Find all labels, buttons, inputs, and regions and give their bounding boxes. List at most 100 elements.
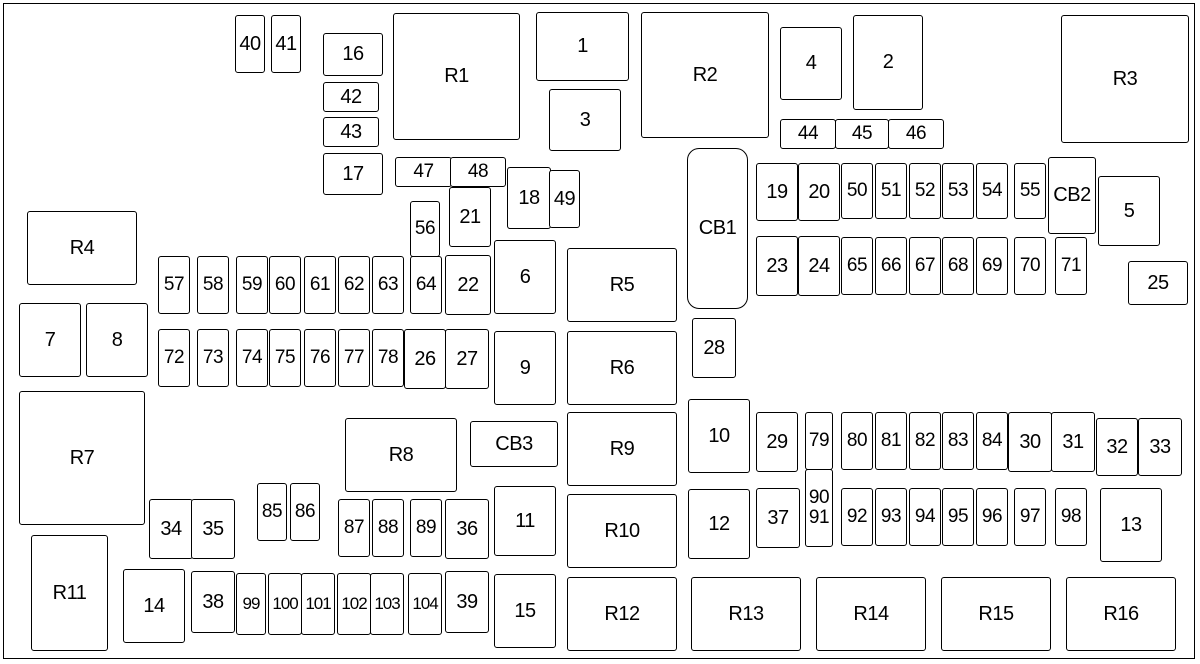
fuse-93: 93 [875, 488, 907, 546]
fuse-61: 61 [304, 256, 336, 314]
fuse-r10: R10 [567, 494, 677, 568]
fuse-r11: R11 [31, 535, 108, 651]
fuse-r14: R14 [816, 577, 926, 651]
fuse-21: 21 [449, 187, 491, 247]
fuse-81: 81 [875, 412, 907, 470]
fuse-r9: R9 [567, 412, 677, 486]
fuse-r2: R2 [641, 12, 769, 138]
fuse-7: 7 [19, 303, 81, 377]
fuse-10: 10 [688, 399, 750, 473]
fuse-96: 96 [976, 488, 1008, 546]
fuse-49: 49 [549, 170, 580, 228]
fuse-60: 60 [269, 256, 301, 314]
fuse-71: 71 [1055, 237, 1087, 295]
fuse-40: 40 [235, 15, 265, 73]
fuse-9: 9 [494, 331, 556, 405]
fuse-73: 73 [197, 329, 229, 387]
fuse-31: 31 [1051, 412, 1095, 472]
fuse-37: 37 [756, 488, 800, 548]
fuse-26: 26 [404, 329, 446, 389]
fuse-r7: R7 [19, 391, 145, 525]
fuse-90-91: 90 91 [805, 469, 833, 547]
fuse-55: 55 [1014, 163, 1046, 219]
fuse-29: 29 [756, 412, 798, 472]
fuse-77: 77 [338, 329, 370, 387]
fuse-28: 28 [692, 318, 736, 378]
fuse-18: 18 [507, 167, 551, 229]
fuse-8: 8 [86, 303, 148, 377]
fuse-88: 88 [372, 499, 404, 557]
fuse-72: 72 [158, 329, 190, 387]
fuse-64: 64 [410, 256, 442, 314]
fuse-68: 68 [942, 237, 974, 295]
fuse-76: 76 [304, 329, 336, 387]
fuse-r4: R4 [27, 211, 137, 285]
fuse-54: 54 [976, 163, 1008, 219]
fuse-17: 17 [323, 153, 383, 195]
fuse-27: 27 [445, 329, 489, 389]
fuse-53: 53 [942, 163, 974, 219]
fuse-94: 94 [909, 488, 941, 546]
fuse-50: 50 [841, 163, 873, 219]
fuse-79: 79 [805, 412, 833, 470]
fuse-59: 59 [236, 256, 268, 314]
fuse-41: 41 [271, 15, 301, 73]
fuse-2: 2 [853, 15, 923, 110]
fuse-r1: R1 [393, 13, 520, 140]
fuse-39: 39 [445, 571, 489, 633]
fuse-r8: R8 [345, 418, 457, 492]
fuse-15: 15 [494, 574, 556, 648]
fuse-103: 103 [370, 573, 404, 635]
fuse-69: 69 [976, 237, 1008, 295]
fuse-14: 14 [123, 569, 185, 643]
fuse-42: 42 [323, 82, 379, 112]
fuse-13: 13 [1100, 488, 1162, 562]
fuse-95: 95 [942, 488, 974, 546]
fuse-5: 5 [1098, 176, 1160, 246]
fuse-65: 65 [841, 237, 873, 295]
fuse-63: 63 [372, 256, 404, 314]
fuse-30: 30 [1008, 412, 1052, 472]
fuse-84: 84 [976, 412, 1008, 470]
fuse-74: 74 [236, 329, 268, 387]
fuse-75: 75 [269, 329, 301, 387]
fuse-cb1: CB1 [687, 148, 748, 309]
fuse-100: 100 [268, 573, 302, 635]
fuse-11: 11 [494, 486, 556, 556]
fuse-83: 83 [942, 412, 974, 470]
fuse-92: 92 [841, 488, 873, 546]
fuse-20: 20 [798, 163, 840, 221]
fuse-101: 101 [301, 573, 335, 635]
fuse-r3: R3 [1061, 15, 1189, 143]
fuse-97: 97 [1014, 488, 1046, 546]
fuse-67: 67 [909, 237, 941, 295]
fuse-4: 4 [780, 27, 842, 100]
fuse-66: 66 [875, 237, 907, 295]
fuse-98: 98 [1055, 488, 1087, 546]
fuse-r5: R5 [567, 248, 677, 322]
fuse-33: 33 [1138, 418, 1182, 476]
fuse-80: 80 [841, 412, 873, 470]
fuse-32: 32 [1096, 418, 1138, 476]
fuse-48: 48 [450, 157, 506, 187]
fuse-22: 22 [445, 255, 491, 315]
fuse-52: 52 [909, 163, 941, 219]
fuse-62: 62 [338, 256, 370, 314]
fuse-r6: R6 [567, 331, 677, 405]
fuse-85: 85 [257, 483, 287, 541]
fuse-43: 43 [323, 117, 379, 147]
fuse-6: 6 [494, 240, 556, 314]
fuse-36: 36 [445, 499, 489, 559]
fuse-r16: R16 [1066, 577, 1176, 651]
fuse-cb2: CB2 [1048, 157, 1096, 234]
fuse-45: 45 [835, 119, 889, 149]
fuse-51: 51 [875, 163, 907, 219]
fuse-82: 82 [909, 412, 941, 470]
fuse-r13: R13 [691, 577, 801, 651]
fuse-3: 3 [549, 89, 621, 151]
fuse-35: 35 [191, 499, 235, 559]
fuse-16: 16 [323, 33, 383, 76]
fuse-34: 34 [149, 499, 193, 559]
fuse-87: 87 [338, 499, 370, 557]
